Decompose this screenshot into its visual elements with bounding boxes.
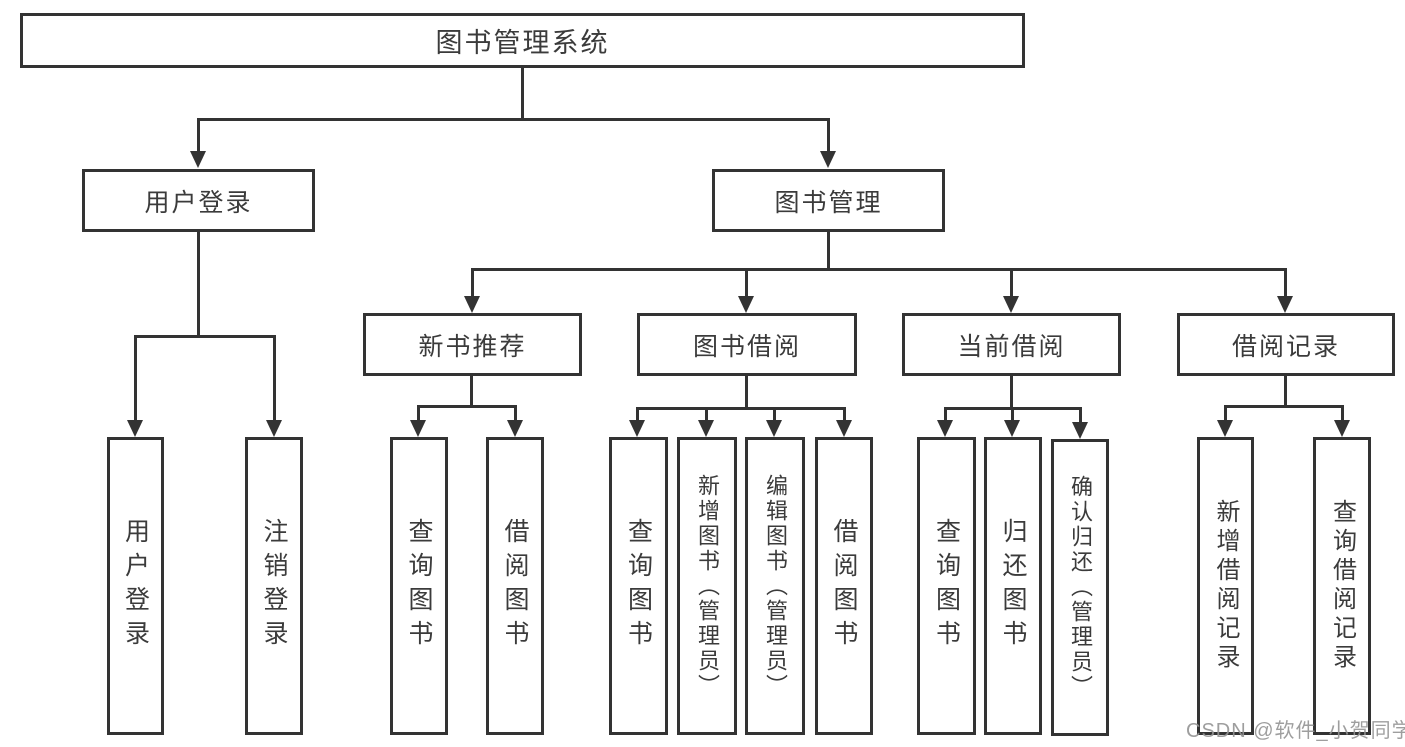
connector-history-rail — [1224, 405, 1344, 408]
connector-stem-current — [1010, 268, 1013, 297]
arrow-down-icon — [1334, 420, 1350, 437]
arrow-down-icon — [738, 296, 754, 313]
leaf-current-query-books: 查询图书 — [917, 437, 976, 735]
connector-stem-history — [1284, 268, 1287, 297]
connector-history-trunk — [1284, 376, 1287, 405]
node-book-management: 图书管理 — [712, 169, 945, 232]
connector-stem-mgmt — [827, 118, 830, 153]
leaf-rec-query-books-label: 查询图书 — [405, 518, 433, 654]
leaf-rec-borrow-books: 借阅图书 — [486, 437, 544, 735]
connector-borrow-rail — [636, 407, 846, 410]
node-root: 图书管理系统 — [20, 13, 1025, 68]
leaf-return-books: 归还图书 — [984, 437, 1042, 735]
arrow-down-icon — [507, 420, 523, 437]
arrow-down-icon — [629, 420, 645, 437]
connector-stem-rec-query — [417, 405, 420, 421]
leaf-logout-label: 注销登录 — [260, 518, 288, 654]
connector-level2-rail — [197, 118, 830, 121]
connector-stem-c-query — [944, 407, 947, 421]
arrow-down-icon — [127, 420, 143, 437]
arrow-down-icon — [836, 420, 852, 437]
arrow-down-icon — [266, 420, 282, 437]
leaf-borrow-books: 借阅图书 — [815, 437, 873, 735]
connector-stem-login — [197, 118, 200, 153]
connector-stem-logout — [273, 335, 276, 421]
node-borrow-records: 借阅记录 — [1177, 313, 1395, 376]
connector-borrow-trunk — [745, 376, 748, 407]
arrow-down-icon — [1277, 296, 1293, 313]
connector-stem-h-add — [1224, 405, 1227, 421]
arrow-down-icon — [1072, 422, 1088, 439]
arrow-down-icon — [698, 420, 714, 437]
leaf-edit-books-admin: 编辑图书（管理员） — [745, 437, 805, 735]
connector-stem-login-user — [134, 335, 137, 421]
leaf-confirm-return-admin-label: 确认归还（管理员） — [1068, 475, 1093, 700]
connector-login-trunk — [197, 232, 200, 335]
leaf-add-books-admin: 新增图书（管理员） — [677, 437, 737, 735]
leaf-rec-borrow-books-label: 借阅图书 — [501, 518, 529, 654]
node-new-book-recommend: 新书推荐 — [363, 313, 582, 376]
arrow-down-icon — [1003, 296, 1019, 313]
leaf-user-login-label: 用户登录 — [121, 518, 150, 654]
arrow-down-icon — [1217, 420, 1233, 437]
node-borrow-records-label: 借阅记录 — [1231, 332, 1340, 361]
connector-rec-trunk — [470, 376, 473, 405]
arrow-down-icon — [410, 420, 426, 437]
connector-stem-b-query — [636, 407, 639, 421]
leaf-query-borrow-record: 查询借阅记录 — [1313, 437, 1371, 735]
connector-current-trunk — [1010, 376, 1013, 407]
connector-stem-borrow — [745, 268, 748, 297]
connector-root-trunk — [521, 68, 524, 119]
csdn-watermark: CSDN @软件_小贺同学 — [1186, 720, 1405, 742]
leaf-confirm-return-admin: 确认归还（管理员） — [1051, 439, 1109, 736]
connector-stem-rec — [471, 268, 474, 297]
arrow-down-icon — [464, 296, 480, 313]
arrow-down-icon — [1004, 420, 1020, 437]
leaf-add-borrow-record-label: 新增借阅记录 — [1212, 499, 1239, 673]
leaf-add-books-admin-label: 新增图书（管理员） — [695, 473, 720, 699]
node-book-borrowing: 图书借阅 — [637, 313, 857, 376]
connector-stem-b-edit — [773, 407, 776, 421]
leaf-edit-books-admin-label: 编辑图书（管理员） — [763, 473, 788, 699]
node-current-borrowing-label: 当前借阅 — [957, 332, 1066, 361]
leaf-query-borrow-record-label: 查询借阅记录 — [1328, 499, 1356, 673]
leaf-current-query-books-label: 查询图书 — [932, 518, 961, 654]
node-book-borrowing-label: 图书借阅 — [692, 332, 801, 361]
leaf-borrow-query-books-label: 查询图书 — [624, 518, 653, 654]
connector-stem-h-query — [1341, 405, 1344, 421]
connector-stem-rec-borrow — [514, 405, 517, 421]
connector-stem-c-confirm — [1079, 407, 1082, 423]
leaf-logout: 注销登录 — [245, 437, 303, 735]
connector-stem-c-return — [1011, 407, 1014, 421]
leaf-user-login: 用户登录 — [107, 437, 164, 735]
connector-rec-rail — [417, 405, 517, 408]
leaf-rec-query-books: 查询图书 — [390, 437, 448, 735]
connector-level3-rail — [471, 268, 1287, 271]
leaf-borrow-books-label: 借阅图书 — [830, 518, 858, 654]
node-user-login-label: 用户登录 — [144, 188, 253, 217]
connector-login-rail — [134, 335, 276, 338]
node-current-borrowing: 当前借阅 — [902, 313, 1121, 376]
node-root-label: 图书管理系统 — [435, 28, 610, 58]
node-book-management-label: 图书管理 — [774, 188, 883, 217]
arrow-down-icon — [937, 420, 953, 437]
connector-stem-b-add — [705, 407, 708, 421]
leaf-add-borrow-record: 新增借阅记录 — [1197, 437, 1254, 735]
arrow-down-icon — [190, 151, 206, 168]
node-user-login: 用户登录 — [82, 169, 315, 232]
leaf-borrow-query-books: 查询图书 — [609, 437, 668, 735]
connector-mgmt-trunk — [827, 232, 830, 268]
connector-stem-b-borrow — [843, 407, 846, 421]
node-new-book-recommend-label: 新书推荐 — [418, 332, 527, 361]
arrow-down-icon — [766, 420, 782, 437]
arrow-down-icon — [820, 151, 836, 168]
leaf-return-books-label: 归还图书 — [999, 518, 1027, 654]
